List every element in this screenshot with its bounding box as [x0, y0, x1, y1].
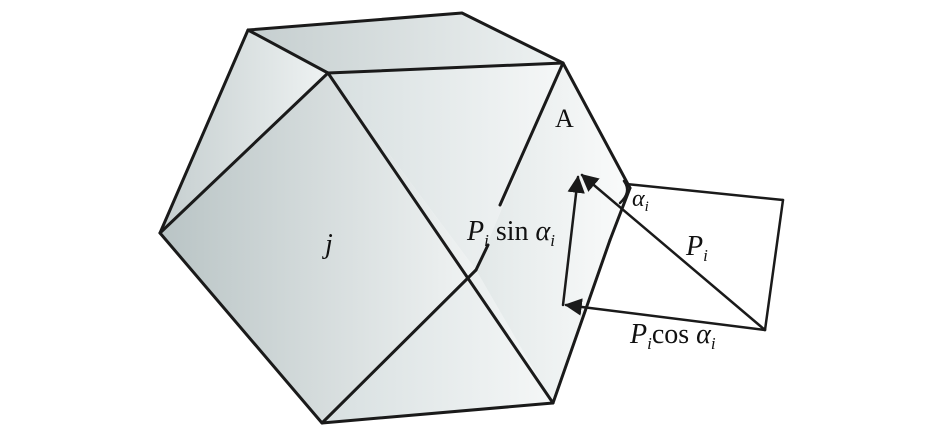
label-p-sin-p: P	[466, 216, 484, 247]
label-angle-alpha: αi	[632, 186, 649, 215]
angle-arc	[618, 179, 629, 205]
label-p-cos-alpha-sub: i	[711, 334, 716, 353]
rect-right-edge	[763, 198, 785, 332]
label-p-cos-text: cos	[652, 319, 696, 350]
label-p-sin-text: sin	[489, 216, 536, 247]
edge-563-500-upper	[498, 61, 565, 207]
label-p-cos-p: P	[629, 319, 647, 350]
outline-edges	[158, 11, 632, 235]
vector-p-cos	[564, 298, 767, 332]
label-p-cos-alpha-symbol: α	[696, 319, 712, 350]
label-force-p-main: P	[685, 231, 703, 262]
edge-476-322	[320, 268, 478, 425]
edge-563-500-lower	[474, 243, 490, 272]
face-bottom	[322, 270, 553, 423]
label-p-sin-alpha-symbol: α	[536, 216, 552, 247]
label-force-p: Pi	[685, 231, 708, 265]
face-a	[476, 63, 630, 403]
label-face-j: j	[322, 229, 333, 260]
label-force-p-sub: i	[703, 246, 708, 265]
label-angle-alpha-main: α	[632, 186, 645, 212]
label-p-sin-sub: i	[484, 231, 489, 250]
face-top	[248, 13, 563, 73]
face-j	[160, 73, 476, 423]
face-top-left	[160, 30, 328, 233]
edge-248-328	[246, 28, 330, 75]
label-p-cos-sub: i	[647, 334, 652, 353]
edge-328-563	[326, 61, 565, 75]
outline-edges-bottom	[158, 231, 612, 425]
label-face-a: A	[555, 104, 574, 133]
rect-top-edge	[624, 182, 785, 202]
label-p-sin-alpha-sub: i	[550, 231, 555, 250]
face-center	[328, 63, 563, 270]
vector-p-sin	[561, 175, 585, 307]
label-p-cos-alpha: Picos αi	[629, 319, 716, 353]
label-angle-alpha-sub: i	[645, 199, 649, 215]
edge-328-160	[158, 71, 330, 235]
label-p-sin-alpha: Pi sin αi	[466, 216, 555, 250]
edge-328-553	[326, 71, 555, 405]
vector-p-force	[580, 173, 767, 332]
